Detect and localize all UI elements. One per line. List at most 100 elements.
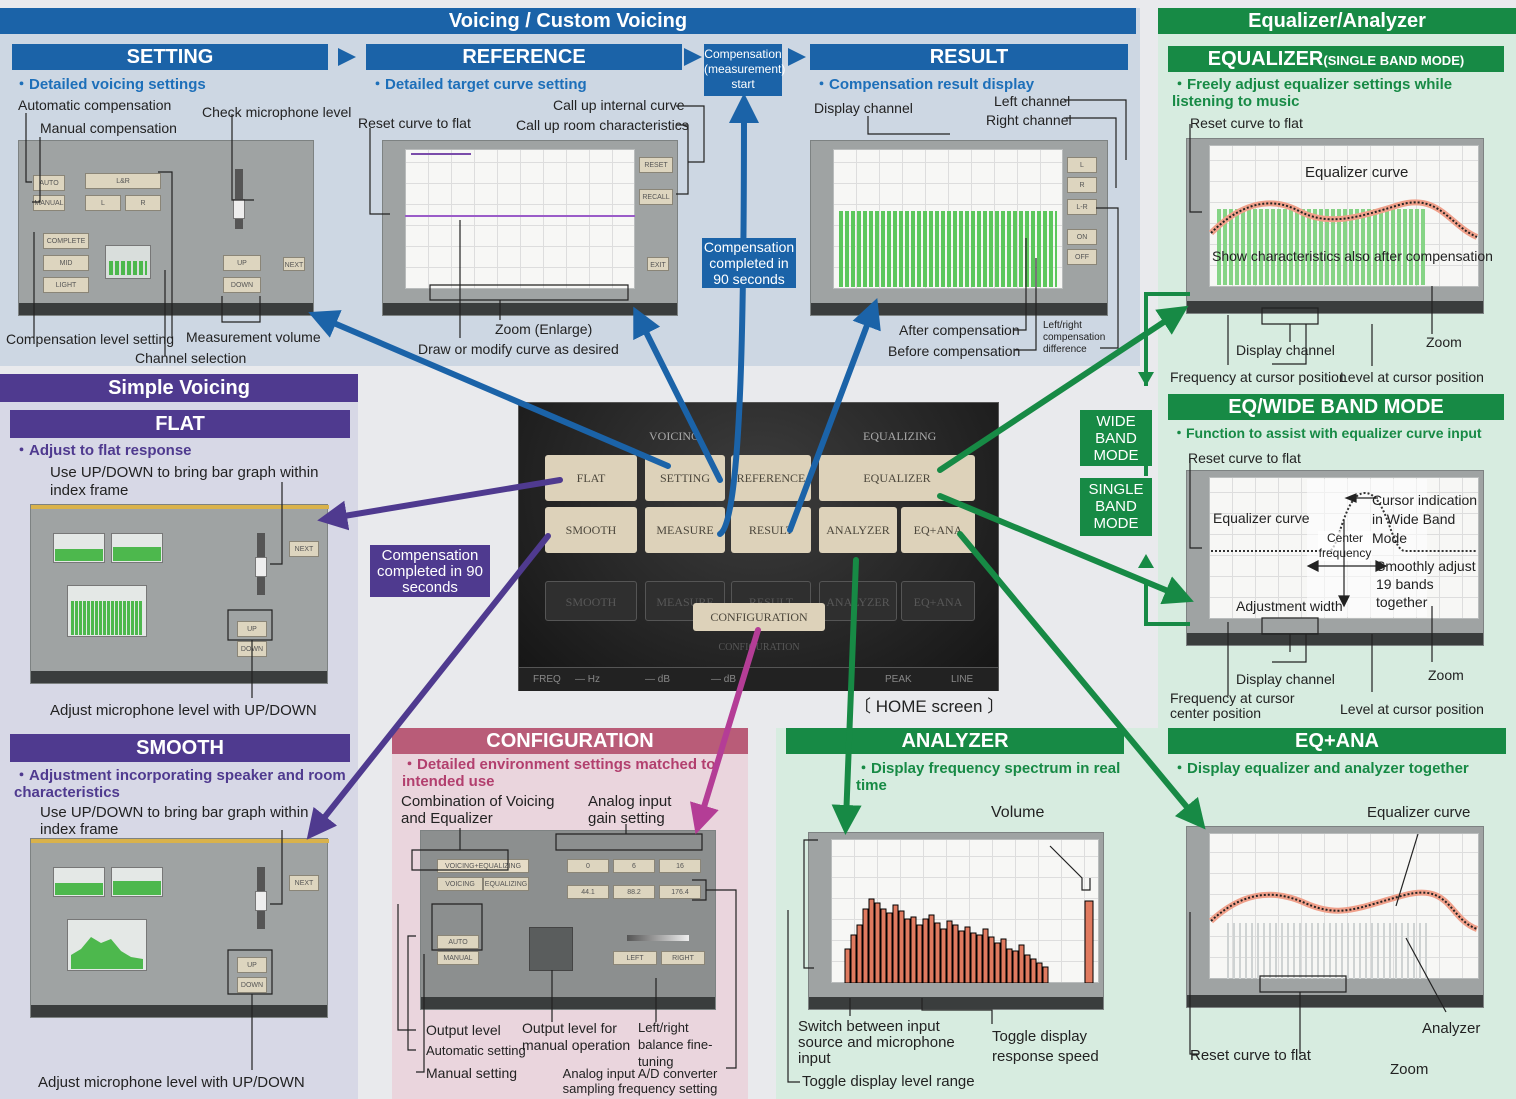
home-reference-button[interactable]: REFERENCE — [731, 455, 811, 501]
equalizer-title-text: EQUALIZER — [1207, 48, 1324, 70]
analyzer-label-range: Toggle display level range — [802, 1073, 975, 1090]
home-configuration-button[interactable]: CONFIGURATION — [693, 603, 825, 631]
flat-title: FLAT — [10, 410, 350, 438]
home-screen: VOICING EQUALIZING FLAT SETTING REFERENC… — [518, 402, 999, 691]
analyzer-leader-lines — [787, 839, 1091, 1083]
wide-label-smooth: Smoothly adjust 19 bands together — [1376, 558, 1476, 610]
status-freq: FREQ — [533, 674, 561, 685]
analyzer-spectrum — [844, 898, 1094, 983]
home-voicing-label: VOICING — [649, 429, 700, 443]
home-result-button[interactable]: RESULT — [731, 507, 811, 553]
setting-title: SETTING — [12, 44, 328, 70]
home-ghost-analyzer: ANALYZER — [819, 581, 897, 621]
reference-label-draw: Draw or modify curve as desired — [418, 341, 619, 357]
wide-label-zoom: Zoom — [1428, 667, 1464, 683]
comp-start-box: Compensation (measurement) start — [704, 44, 785, 96]
reference-label-zoom: Zoom (Enlarge) — [495, 321, 593, 337]
eqana-title: EQ+ANA — [1168, 728, 1506, 754]
wide-label-eq-curve: Equalizer curve — [1213, 510, 1310, 526]
flat-leader-lines — [227, 482, 283, 698]
status-peak: PEAK — [885, 674, 912, 685]
equalizer-label-show: Show characteristics also after compensa… — [1212, 248, 1493, 264]
equalizer-label-display-ch: Display channel — [1236, 342, 1335, 358]
home-eqana-button[interactable]: EQ+ANA — [901, 507, 975, 553]
equalizer-title-mode: (SINGLE BAND MODE) — [1323, 53, 1465, 68]
eqana-subtitle: ・Display equalizer and analyzer together — [1172, 760, 1469, 777]
reference-screenshot: RESET RECALL EXIT — [382, 140, 678, 316]
wide-label-reset: Reset curve to flat — [1188, 450, 1301, 466]
result-title: RESULT — [810, 44, 1128, 70]
home-equalizer-button[interactable]: EQUALIZER — [819, 455, 975, 501]
reference-subtitle: ・Detailed target curve setting — [370, 76, 587, 93]
status-line: LINE — [951, 674, 974, 685]
result-subtitle: ・Compensation result display — [814, 76, 1035, 93]
reference-leader-lines — [369, 105, 705, 338]
config-label-adc: Analog input A/D converter sampling freq… — [562, 1066, 718, 1096]
equalizer-label-freq: Frequency at cursor position — [1170, 369, 1347, 385]
voicing-header: Voicing / Custom Voicing — [0, 8, 1136, 34]
smooth-label-mic: Adjust microphone level with UP/DOWN — [38, 1074, 305, 1091]
eqana-label-analyzer: Analyzer — [1422, 1020, 1481, 1037]
setting-label-auto-comp: Automatic compensation — [18, 97, 172, 113]
setting-label-comp-level: Compensation level setting — [6, 331, 175, 347]
config-label-manual: Manual setting — [426, 1065, 518, 1081]
setting-subtitle: ・Detailed voicing settings — [14, 76, 206, 93]
smooth-screenshot: NEXT UP DOWN — [30, 838, 329, 1018]
flat-label-mic: Adjust microphone level with UP/DOWN — [50, 702, 317, 719]
eqana-label-curve: Equalizer curve — [1367, 804, 1471, 821]
equalizer-label-level: Level at cursor position — [1340, 369, 1484, 385]
home-ghost-eqana: EQ+ANA — [901, 581, 975, 621]
result-label-after: After compensation — [899, 322, 1020, 338]
wide-label-freq: Frequency at cursor center position — [1170, 690, 1295, 721]
eqana-screenshot — [1186, 826, 1484, 1008]
setting-label-mic-level: Check microphone level — [202, 104, 352, 120]
reference-title: REFERENCE — [366, 44, 682, 70]
flat-label-bargraph: Use UP/DOWN to bring bar graph within in… — [50, 464, 319, 499]
result-label-diff: Left/right compensation difference — [1043, 320, 1106, 355]
analyzer-label-response: Toggle display response speed — [992, 1028, 1099, 1065]
arrow-right-icon — [788, 48, 806, 66]
wide-label-center: Center frequency — [1318, 531, 1372, 561]
home-analyzer-button[interactable]: ANALYZER — [819, 507, 897, 553]
home-ghost-measure: MEASURE — [645, 581, 725, 621]
equalizer-subtitle: ・Freely adjust equalizer settings while … — [1172, 76, 1453, 110]
home-smooth-button[interactable]: SMOOTH — [545, 507, 637, 553]
config-leader-lines — [397, 824, 737, 1073]
flat-subtitle: ・Adjust to flat response — [14, 442, 192, 459]
equalizer-label-reset: Reset curve to flat — [1190, 115, 1303, 131]
status-db2: — dB — [711, 674, 737, 685]
config-label-auto: Automatic setting — [426, 1043, 526, 1058]
setting-label-meas-volume: Measurement volume — [186, 329, 321, 345]
equalizer-screenshot — [1186, 138, 1484, 314]
eq-analyzer-header: Equalizer/Analyzer — [1158, 8, 1516, 34]
voicing-comp-done-box: Compensation completed in 90 seconds — [702, 238, 796, 288]
simple-voicing-header: Simple Voicing — [0, 374, 358, 402]
config-label-balance: Left/right balance fine-tuning — [638, 1020, 713, 1069]
wide-label-level: Level at cursor position — [1340, 701, 1484, 717]
smooth-title: SMOOTH — [10, 734, 350, 762]
config-title: CONFIGURATION — [392, 728, 748, 754]
smooth-subtitle: ・Adjustment incorporating speaker and ro… — [14, 767, 346, 801]
config-subtitle: ・Detailed environment settings matched t… — [402, 756, 716, 790]
home-caption: 〔 HOME screen 〕 — [854, 697, 1005, 716]
home-setting-button[interactable]: SETTING — [645, 455, 725, 501]
home-flat-button[interactable]: FLAT — [545, 455, 637, 501]
status-db1: — dB — [645, 674, 671, 685]
equalizer-leader-lines — [1189, 124, 1433, 366]
analyzer-subtitle: ・Display frequency spectrum in real time — [856, 760, 1121, 794]
setting-screenshot: AUTO MANUAL L&R L R COMPLETE MID LIGHT U… — [18, 140, 314, 316]
wide-band-subtitle: ・Function to assist with equalizer curve… — [1172, 425, 1482, 441]
reference-label-internal: Call up internal curve — [553, 97, 685, 113]
result-screenshot: L R L-R ON OFF — [810, 140, 1108, 316]
analyzer-label-switch: Switch between input source and micropho… — [798, 1018, 955, 1067]
wide-band-mode-box: WIDE BAND MODE — [1080, 410, 1152, 466]
smooth-label-bargraph: Use UP/DOWN to bring bar graph within in… — [40, 804, 309, 838]
config-screenshot: VOICING+EQUALIZING VOICING EQUALIZING 0 … — [420, 830, 716, 1010]
home-measure-button[interactable]: MEASURE — [645, 507, 725, 553]
home-eq-label: EQUALIZING — [863, 429, 937, 443]
single-band-mode-box: SINGLE BAND MODE — [1080, 478, 1152, 536]
wide-band-title: EQ/WIDE BAND MODE — [1168, 394, 1504, 420]
result-label-right: Right channel — [986, 112, 1072, 128]
reference-label-reset: Reset curve to flat — [358, 115, 471, 131]
simple-comp-done-box: Compensation completed in 90 seconds — [370, 545, 490, 597]
